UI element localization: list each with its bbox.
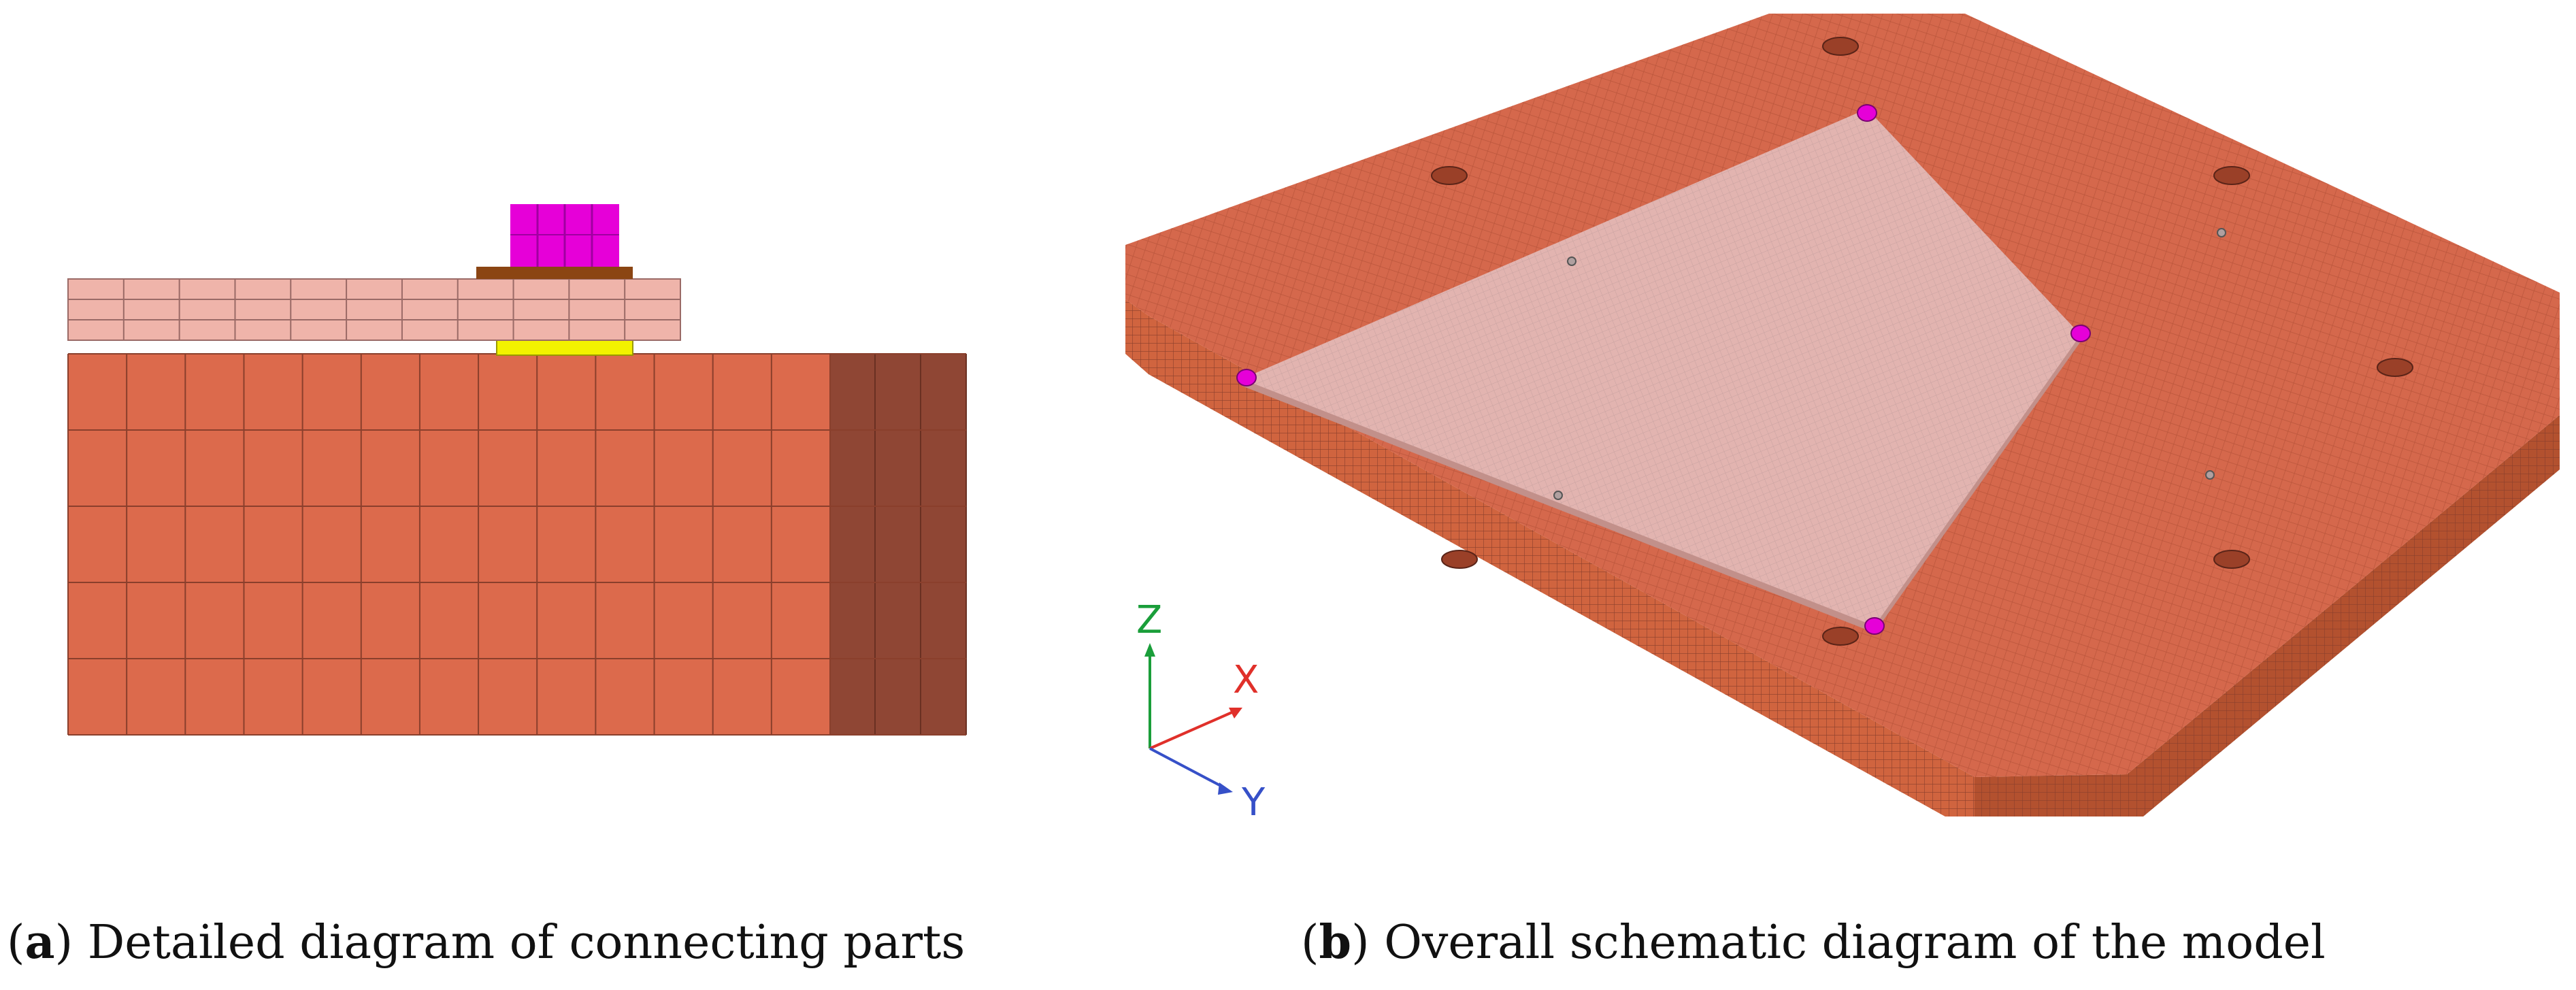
slab-bolt-hole [1822, 627, 1859, 646]
connection-detail-diagram [67, 204, 967, 736]
caption-b: (b) Overall schematic diagram of the mod… [1301, 905, 2326, 980]
x-axis-arrowhead [1229, 708, 1242, 719]
bolt-head-mesh [510, 204, 619, 267]
plate-bolt [1864, 617, 1885, 635]
spacer [496, 340, 633, 356]
y-axis-arrowhead [1218, 782, 1233, 795]
cover-plate [67, 278, 681, 341]
plate-screw [1567, 257, 1576, 266]
plate-bolt [1236, 369, 1257, 386]
plate-bolt [2070, 325, 2091, 342]
base-block [67, 353, 967, 736]
bolt [476, 204, 633, 279]
z-axis-label: Z [1136, 598, 1162, 642]
caption-a-letter: a [24, 915, 55, 970]
spacer-block [496, 340, 633, 356]
cover-plate-3d [1236, 104, 2226, 635]
caption-a-open: ( [7, 916, 25, 970]
caption-b-open: ( [1301, 916, 1319, 970]
plate-screw [2205, 470, 2215, 480]
cover-plate-top-mesh [1242, 109, 2081, 626]
plate-screw [2217, 228, 2226, 237]
slab-bolt-hole [2213, 550, 2250, 569]
caption-b-letter: b [1319, 915, 1352, 970]
base-block-side [830, 354, 966, 735]
base-slab-right-side-mesh [1975, 415, 2560, 816]
slab-bolt-hole [1431, 166, 1468, 185]
slab-bolt-hole [2377, 358, 2413, 377]
y-axis-label: Y [1241, 780, 1266, 816]
plate-screw [1553, 491, 1563, 500]
coordinate-axes: Z X Y [1136, 598, 1266, 816]
slab-bolt-hole [1441, 550, 1478, 569]
plate-bolt [1857, 104, 1877, 122]
slab-bolt-hole [2213, 166, 2250, 185]
y-axis-arrow [1149, 747, 1225, 789]
caption-a-text: ) Detailed diagram of connecting parts [54, 916, 965, 970]
slab-bolt-hole [1822, 37, 1859, 56]
overall-model-diagram: Z X Y [1125, 14, 2560, 816]
cover-plate-body [67, 278, 681, 341]
z-axis-arrowhead [1144, 643, 1155, 657]
x-axis-arrow [1149, 710, 1236, 750]
cover-plate-fasteners [1236, 104, 2226, 635]
cover-plate-mesh [68, 279, 680, 340]
caption-a: (a) Detailed diagram of connecting parts [7, 905, 965, 980]
x-axis-label: X [1233, 658, 1259, 702]
base-slab-left-side-mesh [1125, 299, 1975, 816]
washer [476, 267, 633, 279]
base-block-face [68, 354, 830, 735]
caption-b-text: ) Overall schematic diagram of the model [1351, 916, 2326, 970]
